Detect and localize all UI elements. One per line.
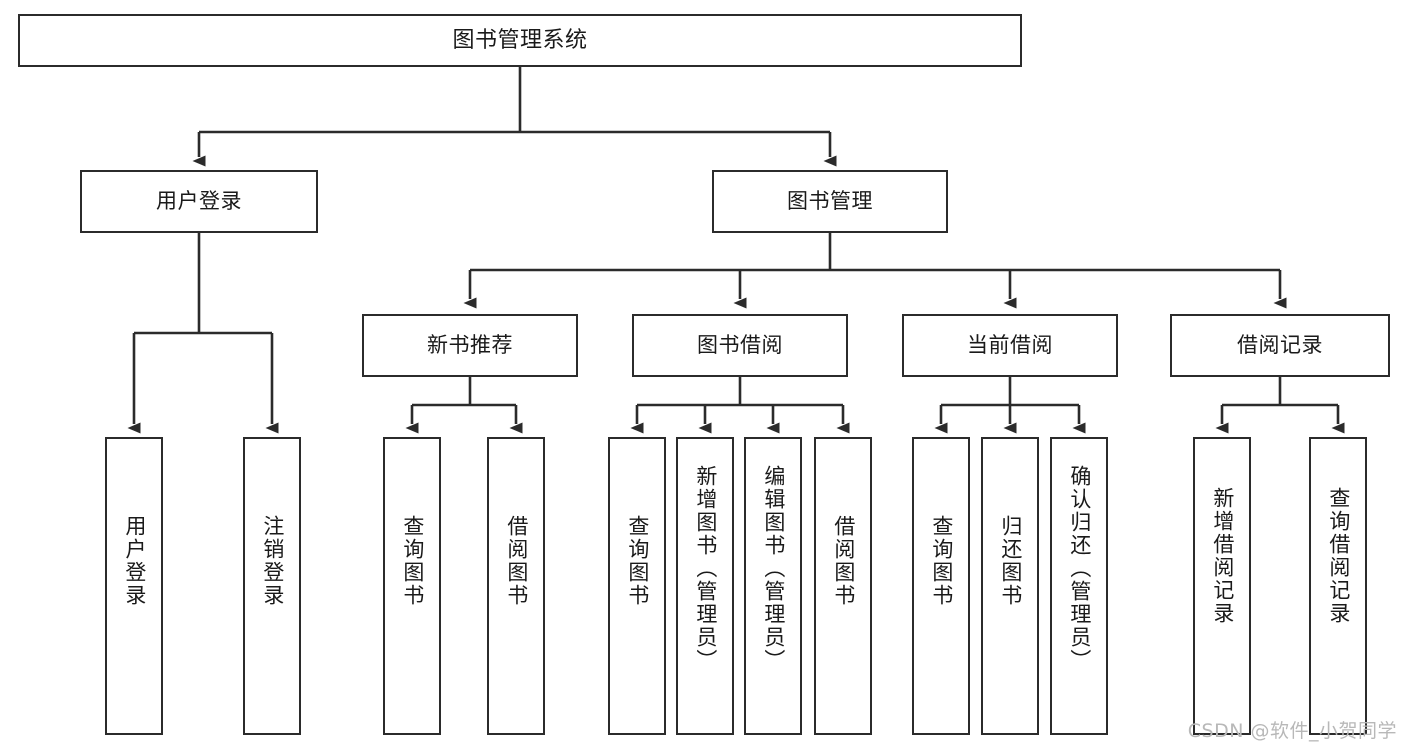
leaf-query-borrow-record[interactable]: 查询借阅记录 <box>1309 437 1367 735</box>
leaf-label: 借阅图书 <box>504 515 529 607</box>
node-current-borrowing[interactable]: 当前借阅 <box>902 314 1118 377</box>
leaf-edit-book-admin[interactable]: 编辑图书（管理员） <box>744 437 802 735</box>
node-label: 当前借阅 <box>967 333 1053 358</box>
leaf-add-borrow-record[interactable]: 新增借阅记录 <box>1193 437 1251 735</box>
leaf-label: 注销登录 <box>260 515 285 607</box>
leaf-label: 归还图书 <box>998 515 1023 607</box>
node-root-library-management-system[interactable]: 图书管理系统 <box>18 14 1022 67</box>
leaf-query-books-recommend[interactable]: 查询图书 <box>383 437 441 735</box>
leaf-label: 用户登录 <box>122 515 147 607</box>
leaf-label: 查询图书 <box>929 515 954 607</box>
node-label: 图书管理 <box>787 189 873 214</box>
leaf-label: 新增图书（管理员） <box>693 465 718 672</box>
leaf-label: 确认归还（管理员） <box>1067 465 1092 672</box>
node-label: 借阅记录 <box>1237 333 1323 358</box>
leaf-confirm-return-admin[interactable]: 确认归还（管理员） <box>1050 437 1108 735</box>
leaf-query-books-borrow[interactable]: 查询图书 <box>608 437 666 735</box>
leaf-logout[interactable]: 注销登录 <box>243 437 301 735</box>
leaf-return-books[interactable]: 归还图书 <box>981 437 1039 735</box>
leaf-query-books-current[interactable]: 查询图书 <box>912 437 970 735</box>
node-label: 图书借阅 <box>697 333 783 358</box>
leaf-label: 查询借阅记录 <box>1326 487 1351 625</box>
leaf-borrow-books-recommend[interactable]: 借阅图书 <box>487 437 545 735</box>
node-label: 新书推荐 <box>427 333 513 358</box>
node-label: 用户登录 <box>156 189 242 214</box>
leaf-user-login[interactable]: 用户登录 <box>105 437 163 735</box>
leaf-label: 查询图书 <box>625 515 650 607</box>
node-book-management[interactable]: 图书管理 <box>712 170 948 233</box>
node-user-login[interactable]: 用户登录 <box>80 170 318 233</box>
node-label: 图书管理系统 <box>452 27 588 53</box>
csdn-watermark: CSDN @软件_小贺同学 <box>1187 720 1397 742</box>
leaf-label: 编辑图书（管理员） <box>761 465 786 672</box>
leaf-label: 借阅图书 <box>831 515 856 607</box>
node-new-book-recommendation[interactable]: 新书推荐 <box>362 314 578 377</box>
leaf-add-book-admin[interactable]: 新增图书（管理员） <box>676 437 734 735</box>
node-book-borrowing[interactable]: 图书借阅 <box>632 314 848 377</box>
node-borrowing-records[interactable]: 借阅记录 <box>1170 314 1390 377</box>
leaf-label: 新增借阅记录 <box>1210 487 1235 625</box>
leaf-borrow-books[interactable]: 借阅图书 <box>814 437 872 735</box>
leaf-label: 查询图书 <box>400 515 425 607</box>
